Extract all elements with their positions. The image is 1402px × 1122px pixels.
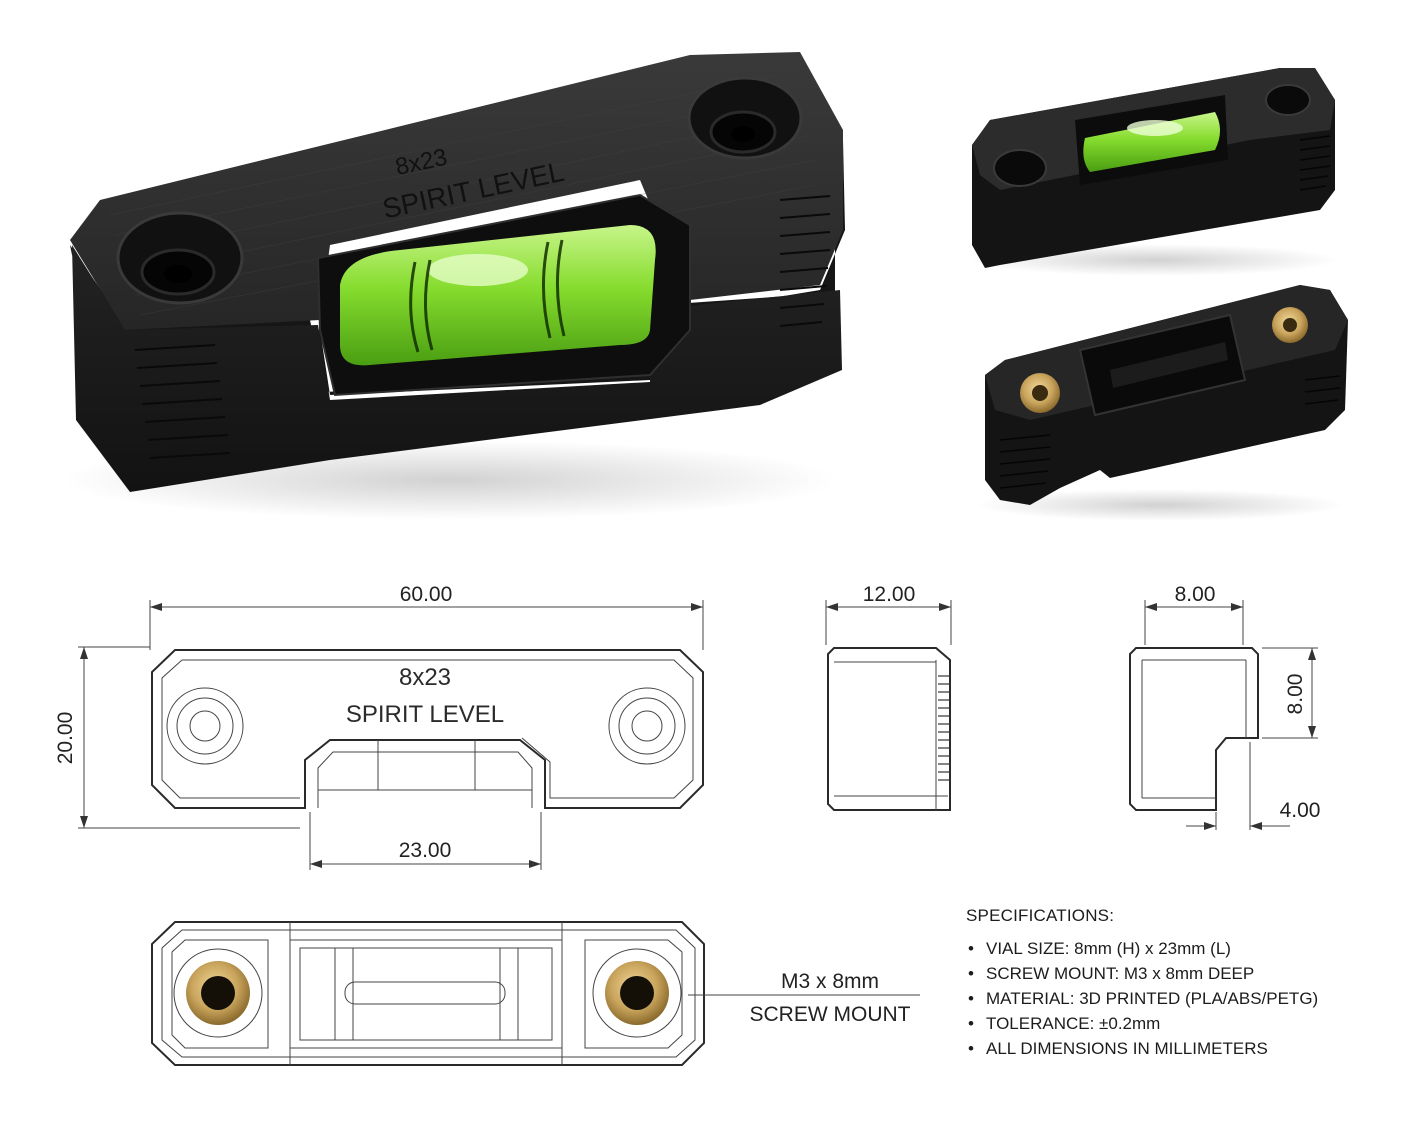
screw-hole-right bbox=[687, 76, 803, 160]
spec-item: VIAL SIZE: 8mm (H) x 23mm (L) bbox=[966, 936, 1386, 961]
dim-end-width-label: 8.00 bbox=[1175, 583, 1216, 606]
screw-hole-left bbox=[116, 211, 244, 305]
spec-item: ALL DIMENSIONS IN MILLIMETERS bbox=[966, 1036, 1386, 1061]
side-view-drawing: 12.00 bbox=[825, 583, 952, 811]
specifications-block: SPECIFICATIONS: VIAL SIZE: 8mm (H) x 23m… bbox=[966, 906, 1386, 1061]
end-view-drawing: 8.00 8.00 4.00 bbox=[1129, 583, 1321, 830]
dim-end-step-label: 4.00 bbox=[1280, 799, 1321, 822]
callout-line2: SCREW MOUNT bbox=[750, 1003, 911, 1026]
specifications-list: VIAL SIZE: 8mm (H) x 23mm (L) SCREW MOUN… bbox=[966, 936, 1386, 1061]
spec-item: SCREW MOUNT: M3 x 8mm DEEP bbox=[966, 961, 1386, 986]
product-photo-bottom bbox=[975, 285, 1348, 521]
drawing-engraving-model: 8x23 bbox=[399, 664, 451, 691]
dim-width-label: 60.00 bbox=[400, 583, 453, 606]
dim-height-label: 20.00 bbox=[54, 712, 77, 765]
dim-side-width-label: 12.00 bbox=[863, 583, 916, 606]
dim-vial-label: 23.00 bbox=[399, 839, 452, 862]
brass-insert-left bbox=[173, 948, 263, 1038]
dim-end-height-label: 8.00 bbox=[1284, 674, 1307, 715]
front-view-drawing: 60.00 20.00 8x23 SPIRIT LEVEL 23.00 bbox=[54, 583, 704, 870]
callout-line1: M3 x 8mm bbox=[781, 970, 879, 993]
spec-item: MATERIAL: 3D PRINTED (PLA/ABS/PETG) bbox=[966, 986, 1386, 1011]
bottom-view-drawing: M3 x 8mm SCREW MOUNT bbox=[151, 921, 920, 1066]
brass-insert-right bbox=[592, 948, 682, 1038]
product-photo-main: 8x23 SPIRIT LEVEL bbox=[60, 52, 845, 520]
spec-item: TOLERANCE: ±0.2mm bbox=[966, 1011, 1386, 1036]
drawing-engraving-label: SPIRIT LEVEL bbox=[346, 701, 504, 728]
product-photo-top bbox=[970, 68, 1340, 276]
specifications-title: SPECIFICATIONS: bbox=[966, 906, 1115, 925]
